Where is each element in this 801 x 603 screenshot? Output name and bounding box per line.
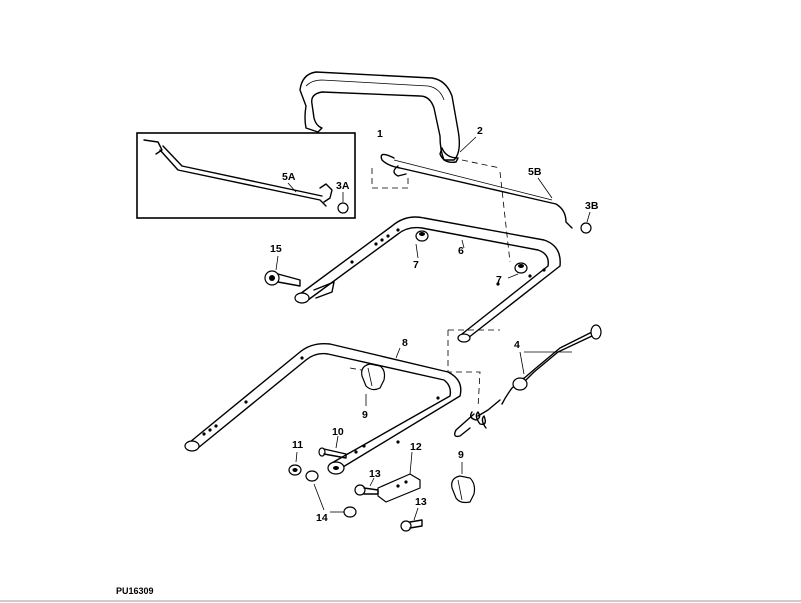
label-part-12: 12 — [410, 441, 422, 453]
label-part-9-lower: 9 — [458, 449, 464, 461]
lower-handle-frame-part — [184, 342, 462, 475]
bolt-15-part — [264, 255, 301, 287]
inset-box — [136, 132, 356, 219]
spacer-14-part — [305, 470, 357, 518]
label-part-7-left: 7 — [413, 259, 419, 271]
label-part-3a: 3A — [336, 180, 350, 192]
label-part-3b: 3B — [585, 200, 599, 212]
label-part-8: 8 — [402, 337, 408, 349]
plate-12-part — [377, 451, 421, 503]
bolt-13-part — [354, 477, 423, 532]
label-part-2: 2 — [477, 125, 483, 137]
label-part-13-lower: 13 — [415, 496, 427, 508]
handle-grip-part — [299, 71, 461, 164]
label-part-6: 6 — [458, 245, 464, 257]
label-part-5b: 5B — [528, 166, 542, 178]
knob-9-upper-part — [361, 363, 386, 406]
label-part-15: 15 — [270, 243, 282, 255]
bolt-10-part — [318, 435, 347, 459]
cable-4-part — [453, 324, 602, 438]
label-part-11: 11 — [292, 439, 303, 451]
label-part-1: 1 — [377, 128, 383, 140]
label-part-14: 14 — [316, 512, 328, 524]
upper-handle-frame-part — [294, 216, 561, 343]
label-part-7-right: 7 — [496, 274, 502, 286]
knob-9-lower-part — [451, 462, 476, 504]
label-part-9-upper: 9 — [362, 409, 368, 421]
nut-11-part — [288, 451, 302, 476]
label-part-13-upper: 13 — [369, 468, 381, 480]
rod-5b-part — [380, 153, 592, 234]
label-part-4: 4 — [514, 339, 520, 351]
label-part-10: 10 — [332, 426, 344, 438]
label-part-5a: 5A — [282, 171, 296, 183]
figure-code: PU16309 — [116, 586, 154, 596]
